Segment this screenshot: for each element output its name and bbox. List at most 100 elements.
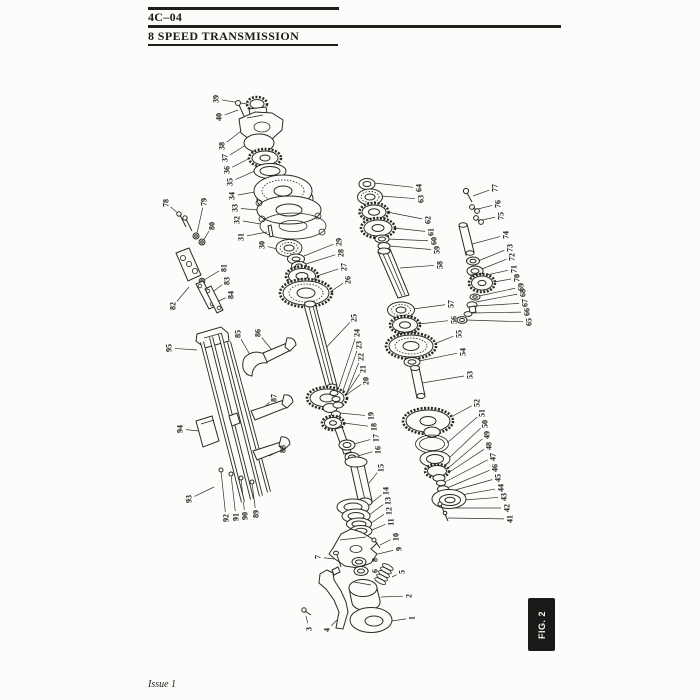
leader-line-39 (221, 99, 248, 105)
leader-line-35 (235, 170, 256, 180)
leader-line-64 (373, 182, 414, 188)
part-label-67: 67 (521, 299, 530, 307)
leader-line-24 (336, 338, 356, 394)
part-label-70: 70 (513, 274, 522, 282)
part-label-86: 86 (254, 329, 263, 337)
title-underline (148, 44, 338, 46)
part-label-40: 40 (215, 113, 224, 121)
part-label-5: 5 (398, 570, 407, 574)
spring (374, 563, 394, 585)
part-label-82: 82 (169, 302, 178, 310)
part-label-64: 64 (415, 184, 424, 192)
leader-line-77 (472, 189, 490, 197)
part-group-main-shaft (278, 253, 373, 537)
part-label-73: 73 (506, 244, 515, 252)
leader-line-40 (224, 109, 239, 116)
part-label-18: 18 (370, 423, 379, 431)
part-label-3: 3 (305, 627, 314, 631)
part-label-83: 83 (223, 277, 232, 285)
leader-line-58 (399, 265, 435, 269)
part-label-88: 88 (279, 445, 288, 453)
leader-line-75 (481, 216, 496, 221)
part-label-77: 77 (491, 184, 500, 192)
leader-line-57 (412, 304, 446, 310)
leader-line-72 (481, 258, 507, 270)
leader-line-46 (446, 469, 490, 489)
part-label-9: 9 (395, 547, 404, 551)
part-label-41: 41 (506, 515, 515, 523)
leader-line-44 (460, 488, 496, 496)
leader-lines (170, 99, 524, 627)
part-label-81: 81 (220, 264, 229, 272)
leader-line-62 (386, 211, 423, 220)
leader-line-32 (242, 220, 262, 225)
leader-line-59 (388, 245, 432, 250)
part-label-78: 78 (162, 199, 171, 207)
part-label-8: 8 (371, 558, 380, 562)
part-label-90: 90 (241, 512, 250, 520)
part-label-17: 17 (372, 434, 381, 442)
leader-line-53 (421, 375, 465, 384)
part-label-56: 56 (450, 316, 459, 324)
leader-line-12 (370, 514, 385, 524)
part-group-front-housing (235, 95, 327, 257)
leader-line-76 (477, 205, 493, 210)
leader-line-92 (220, 470, 226, 513)
leader-line-66 (470, 311, 522, 314)
page-code: 4C–04 (148, 10, 183, 24)
leader-line-70 (493, 278, 512, 283)
leader-line-54 (418, 352, 458, 362)
part-label-16: 16 (374, 446, 383, 454)
leader-line-89 (251, 482, 256, 509)
part-label-79: 79 (200, 198, 209, 206)
leader-line-69 (478, 287, 516, 297)
part-label-61: 61 (427, 228, 436, 236)
part-label-49: 49 (483, 431, 492, 439)
part-label-27: 27 (340, 263, 349, 271)
part-label-4: 4 (323, 628, 332, 632)
leader-line-11 (371, 524, 386, 531)
figure-number-label: FIG. 2 (536, 610, 547, 639)
leader-line-82 (176, 286, 190, 302)
part-label-10: 10 (392, 533, 401, 541)
part-label-25: 25 (350, 314, 359, 322)
leader-line-10 (379, 539, 391, 546)
leader-line-74 (471, 236, 501, 245)
part-label-89: 89 (252, 510, 261, 518)
leader-line-61 (393, 227, 426, 232)
leader-line-5 (391, 574, 397, 578)
part-label-44: 44 (497, 484, 506, 492)
leader-line-2 (379, 595, 404, 598)
header-rule-top (148, 7, 339, 10)
part-label-85: 85 (234, 330, 243, 338)
part-label-39: 39 (212, 95, 221, 103)
part-label-68: 68 (519, 289, 528, 297)
leader-line-48 (447, 449, 485, 474)
leader-line-33 (240, 208, 259, 211)
leader-line-81 (203, 270, 220, 281)
part-label-92: 92 (222, 514, 231, 522)
leader-line-73 (477, 249, 505, 262)
part-label-2: 2 (405, 594, 414, 598)
leader-line-28 (305, 254, 336, 265)
part-label-32: 32 (233, 216, 242, 224)
leader-line-93 (194, 486, 215, 497)
part-label-47: 47 (489, 453, 498, 461)
leader-line-18 (343, 422, 369, 427)
part-label-58: 58 (436, 261, 445, 269)
leader-line-65 (465, 319, 524, 323)
part-label-6: 6 (371, 569, 380, 573)
part-label-54: 54 (459, 348, 468, 356)
header-rule-full (148, 25, 561, 28)
part-label-14: 14 (382, 487, 391, 495)
part-label-48: 48 (485, 442, 494, 450)
part-label-11: 11 (387, 518, 396, 526)
leader-line-1 (391, 618, 407, 622)
part-label-87: 87 (270, 394, 279, 402)
part-label-7: 7 (314, 555, 323, 559)
leader-line-3 (305, 615, 308, 624)
part-group-countershaft (357, 178, 467, 522)
part-label-34: 34 (228, 192, 237, 200)
part-label-76: 76 (494, 200, 503, 208)
